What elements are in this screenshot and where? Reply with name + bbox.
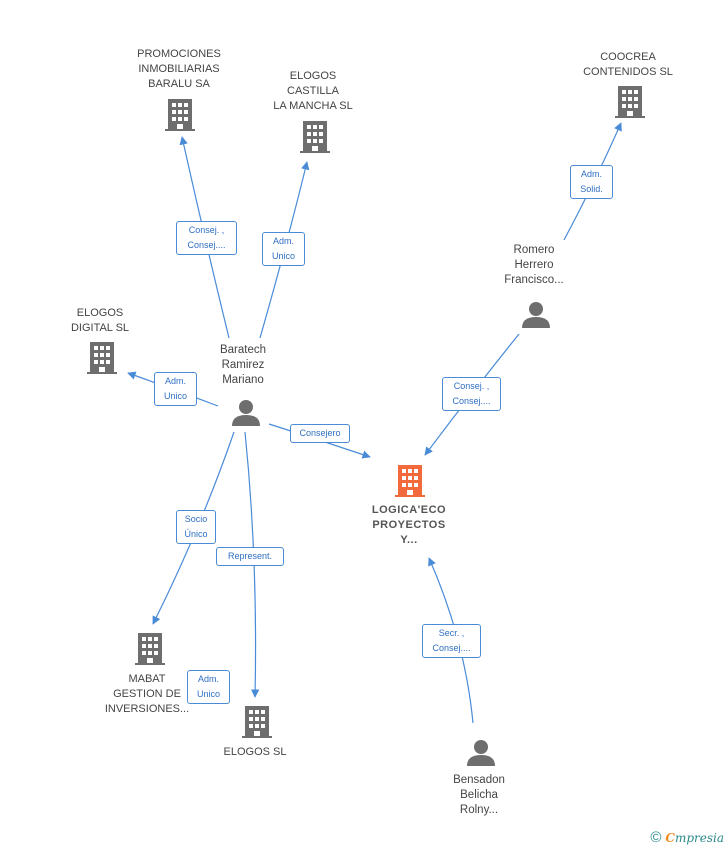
node-label-baratech[interactable]: Baratech Ramirez Mariano (219, 344, 267, 386)
brand-logo: Cmpresia (665, 830, 724, 845)
edge-label-romero-coocrea: Adm. Solid. (570, 165, 613, 199)
person-icon-bensadon (467, 740, 495, 766)
node-label-promociones[interactable]: PROMOCIONES INMOBILIARIAS BARALU SA (137, 48, 221, 90)
building-icon-promociones (165, 99, 195, 131)
node-label-elogos-digital[interactable]: ELOGOS DIGITAL SL (70, 307, 130, 334)
edge-lines (127, 122, 622, 724)
person-icon-romero (522, 302, 550, 328)
node-label-bensadon[interactable]: Bensadon Belicha Rolny... (453, 774, 505, 816)
edge-label-baratech-promociones: Consej. , Consej.... (176, 221, 237, 255)
node-label-mabat[interactable]: MABAT GESTION DE INVERSIONES... (104, 673, 190, 715)
building-icon-elogos-sl (242, 706, 272, 738)
person-icon-baratech (232, 400, 260, 426)
building-icon-logicaeco (395, 465, 425, 497)
edge-label-bensadon-logicaeco: Secr. , Consej.... (422, 624, 481, 658)
edge-label-romero-logicaeco: Consej. , Consej.... (442, 377, 501, 411)
edge-label-baratech-elogos-sl: Represent. (216, 547, 284, 566)
copyright-icon: © (650, 829, 662, 846)
node-label-elogos-castilla[interactable]: ELOGOS CASTILLA LA MANCHA SL (273, 70, 353, 112)
edge-label-mabat-elogos-sl: Adm. Unico (187, 670, 230, 704)
building-icon-mabat (135, 633, 165, 665)
footer-brand: © Cmpresia (650, 829, 724, 846)
building-icon-elogos-digital (87, 342, 117, 374)
building-icon-elogos-castilla (300, 121, 330, 153)
node-label-romero[interactable]: Romero Herrero Francisco... (504, 244, 564, 286)
building-icon-coocrea (615, 86, 645, 118)
edge-label-baratech-mabat: Socio Único (176, 510, 216, 544)
node-label-logicaeco[interactable]: LOGICA'ECO PROYECTOS Y... (371, 504, 447, 546)
edge-label-baratech-castilla: Adm. Unico (262, 232, 305, 266)
node-label-coocrea[interactable]: COOCREA CONTENIDOS SL (583, 51, 673, 78)
edge-label-baratech-digital: Adm. Unico (154, 372, 197, 406)
node-label-elogos-sl[interactable]: ELOGOS SL (223, 746, 287, 758)
edge-label-baratech-logicaeco: Consejero (290, 424, 350, 443)
